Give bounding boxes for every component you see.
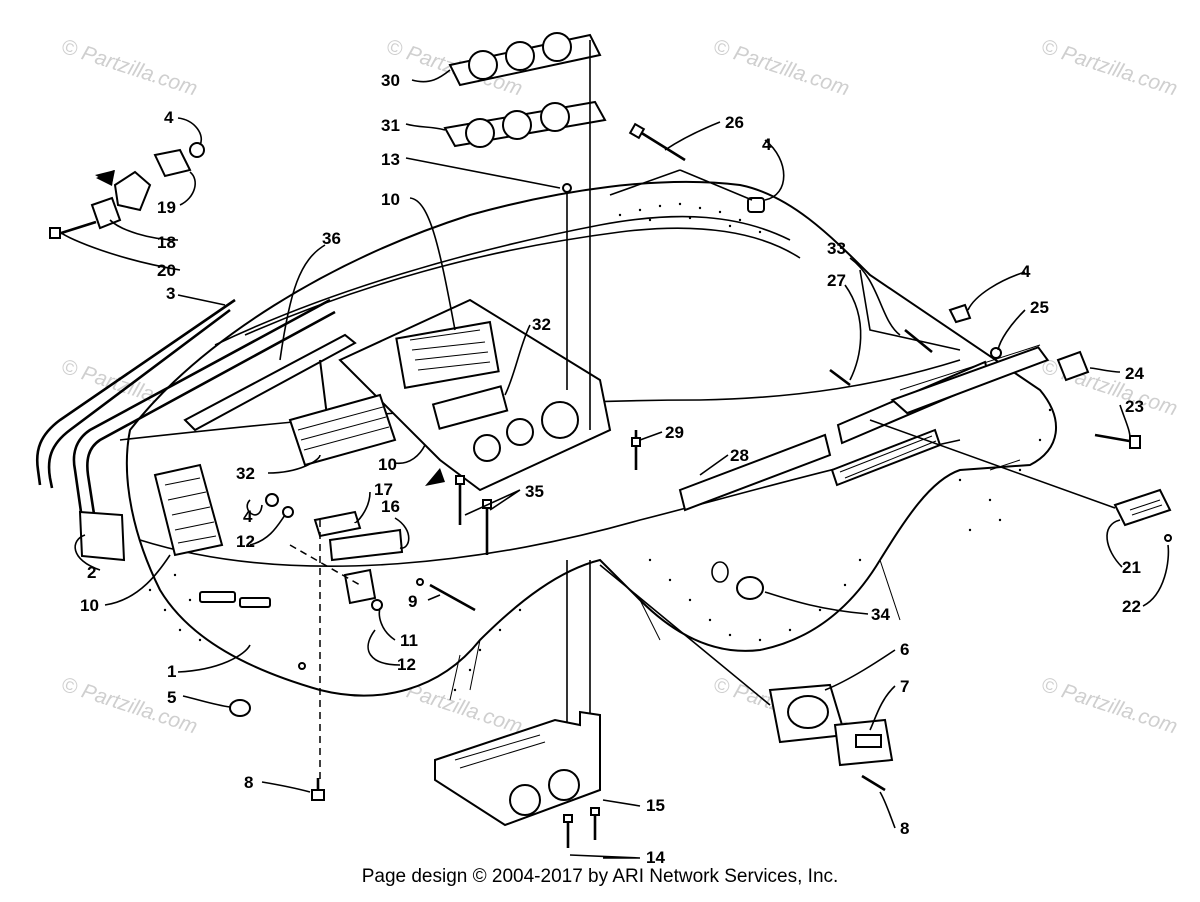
callout-20: 20 xyxy=(157,261,176,280)
callout-7: 7 xyxy=(900,677,909,696)
callout-33: 33 xyxy=(827,239,846,258)
rail-3 xyxy=(35,298,236,489)
arrow-indicator xyxy=(96,170,114,186)
nut-4 xyxy=(747,197,765,213)
callout-25: 25 xyxy=(1030,298,1049,317)
callout-4: 4 xyxy=(243,507,253,526)
callout-9: 9 xyxy=(408,592,417,611)
callout-24: 24 xyxy=(1125,364,1144,383)
callout-5: 5 xyxy=(167,688,176,707)
leader-lines xyxy=(59,69,1170,859)
callout-12: 12 xyxy=(397,655,416,674)
callout-35: 35 xyxy=(525,482,544,501)
callout-10: 10 xyxy=(80,596,99,615)
watermark: © Partzilla.com xyxy=(1038,35,1180,101)
reflector-21 xyxy=(1113,488,1172,542)
callout-16: 16 xyxy=(381,497,400,516)
plug-5 xyxy=(229,699,251,717)
callout-4: 4 xyxy=(164,108,174,127)
callout-32: 32 xyxy=(532,315,551,334)
callout-12: 12 xyxy=(236,532,255,551)
handle-2 xyxy=(72,298,336,562)
callout-19: 19 xyxy=(157,198,176,217)
callout-6: 6 xyxy=(900,640,909,659)
callout-26: 26 xyxy=(725,113,744,132)
callout-18: 18 xyxy=(157,233,176,252)
callout-10: 10 xyxy=(378,455,397,474)
page-footer: Page design © 2004-2017 by ARI Network S… xyxy=(361,866,839,887)
callout-13: 13 xyxy=(381,150,400,169)
watermark: © Partzilla.com xyxy=(1038,673,1180,739)
callout-31: 31 xyxy=(381,116,400,135)
plate-15 xyxy=(434,710,601,827)
watermark: © Partzilla.com xyxy=(710,35,852,101)
gasket-30 xyxy=(448,32,602,87)
dash-panel xyxy=(338,298,612,492)
grommet-13 xyxy=(562,183,572,193)
watermark: © Partzilla.com xyxy=(58,673,200,739)
callout-4: 4 xyxy=(1021,262,1031,281)
callout-15: 15 xyxy=(646,796,665,815)
callout-36: 36 xyxy=(322,229,341,248)
callout-8: 8 xyxy=(244,773,253,792)
arrow-indicator xyxy=(425,468,445,486)
callout-30: 30 xyxy=(381,71,400,90)
gasket-31 xyxy=(443,100,607,148)
bolts-14 xyxy=(563,807,600,848)
callout-17: 17 xyxy=(374,480,393,499)
callout-32: 32 xyxy=(236,464,255,483)
callout-22: 22 xyxy=(1122,597,1141,616)
callout-3: 3 xyxy=(166,284,175,303)
headlight-lens-10 xyxy=(153,463,271,608)
callout-14: 14 xyxy=(646,848,665,867)
callout-1: 1 xyxy=(167,662,176,681)
callout-34: 34 xyxy=(871,605,890,624)
hardware-right xyxy=(948,303,1141,449)
callout-23: 23 xyxy=(1125,397,1144,416)
callout-28: 28 xyxy=(730,446,749,465)
pins-35 xyxy=(455,430,641,555)
callout-21: 21 xyxy=(1122,558,1141,577)
rail-33 xyxy=(829,328,1050,415)
bracket-17 xyxy=(265,493,476,612)
stipple-shading xyxy=(148,202,1052,692)
plug-34 xyxy=(736,576,764,600)
callout-10: 10 xyxy=(381,190,400,209)
bolt-26 xyxy=(628,122,686,162)
callout-11: 11 xyxy=(400,631,418,650)
callout-4: 4 xyxy=(762,135,772,154)
callout-29: 29 xyxy=(665,423,684,442)
screw-8-left xyxy=(311,778,325,801)
callout-27: 27 xyxy=(827,271,846,290)
callout-2: 2 xyxy=(87,563,96,582)
vent-32 xyxy=(288,393,397,467)
bracket-19 xyxy=(49,142,205,239)
grommet-6 xyxy=(768,683,894,792)
watermark: © Partzilla.com xyxy=(58,35,200,101)
callout-8: 8 xyxy=(900,819,909,838)
callout-labels: 30 31 13 10 26 4 4 19 18 20 3 36 32 32 1… xyxy=(80,71,1144,867)
